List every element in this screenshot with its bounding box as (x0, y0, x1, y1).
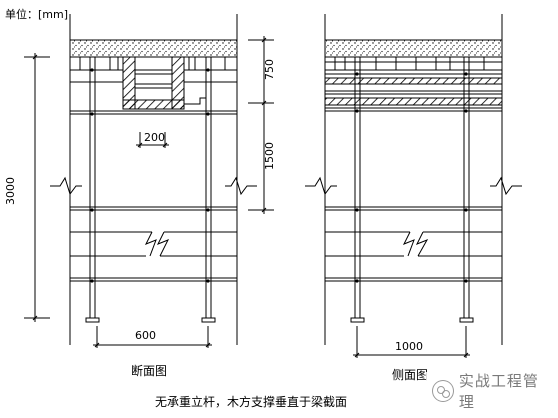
wechat-icon (432, 380, 454, 402)
joist-row-lower (324, 97, 503, 106)
beam-bottom (122, 99, 185, 110)
dim-slab-band: 750 (263, 59, 276, 80)
section-view-label: 断面图 (131, 363, 167, 378)
watermark: 实战工程管理 (426, 372, 554, 411)
dim-total-height: 3000 (4, 177, 17, 205)
joist-row-upper (324, 77, 503, 85)
dim-side-span: 1000 (395, 340, 423, 353)
concrete-slab (69, 39, 238, 58)
dim-joist-gap: 200 (144, 131, 165, 144)
dim-upper-bay: 1500 (263, 142, 276, 170)
caption: 无承重立杆，木方支撑垂直于梁截面 (155, 394, 347, 409)
side-view-label: 侧面图 (392, 368, 428, 382)
side-view (305, 14, 522, 358)
watermark-text: 实战工程管理 (458, 372, 539, 411)
concrete-slab-side (324, 39, 503, 58)
dim-section-span: 600 (135, 329, 156, 342)
unit-label: 单位：[mm] (5, 7, 68, 21)
section-view (24, 14, 274, 348)
